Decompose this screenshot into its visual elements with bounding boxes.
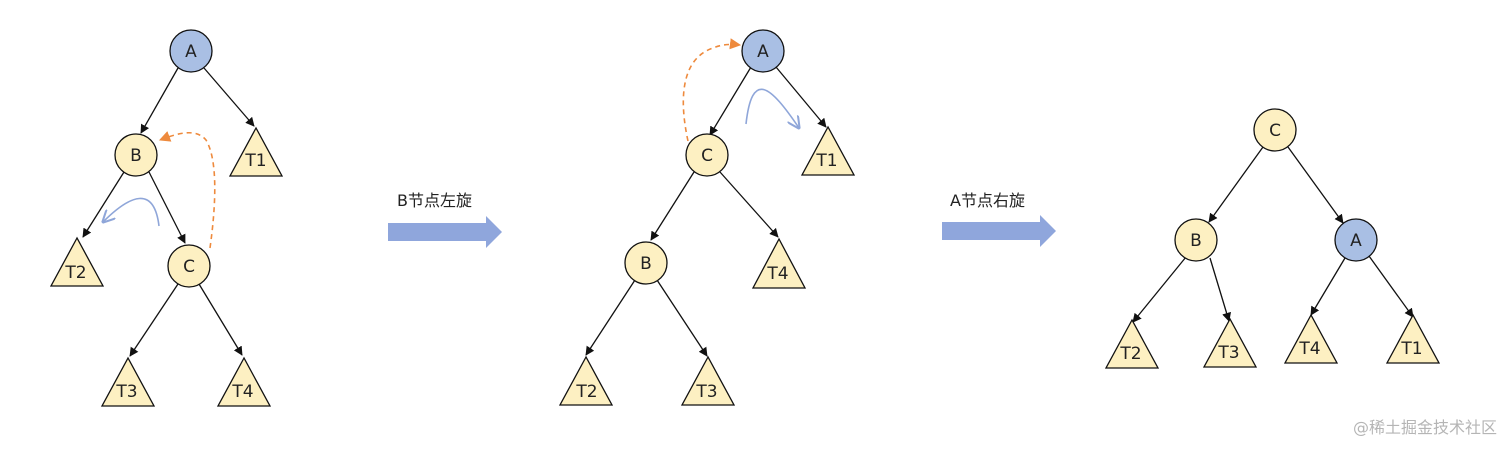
edge-a-t1: [1368, 255, 1414, 318]
tree-after-right-rotation: C B A T2 T3 T4 T1: [1104, 108, 1441, 369]
step-left-rotate-b: B节点左旋: [388, 191, 502, 248]
subtree-t1-label: T1: [1400, 339, 1422, 359]
subtree-t3: T3: [100, 356, 156, 407]
dashed-arrow-c-to-a: [682, 38, 742, 142]
edge-b-t2: [1132, 256, 1187, 323]
subtree-t1: T1: [228, 126, 284, 177]
watermark: @稀土掘金技术社区: [1353, 418, 1497, 437]
tree-after-left-rotation: A C B T1 T4 T2 T3: [558, 29, 856, 406]
edge-a-b: [140, 67, 179, 134]
subtree-t4: T4: [216, 356, 272, 407]
node-b: B: [1174, 218, 1218, 262]
node-c: C: [685, 133, 729, 177]
subtree-t4: T4: [1283, 313, 1339, 364]
tree-before-rotation: A B C T1 T2 T3 T4: [49, 29, 284, 407]
node-a: A: [169, 29, 213, 73]
node-a-label: A: [1350, 231, 1362, 251]
edge-c-t3: [129, 283, 179, 357]
subtree-t3-label: T3: [1217, 343, 1239, 363]
subtree-t1-label: T1: [244, 151, 266, 171]
node-c-label: C: [183, 257, 195, 277]
node-b-label: B: [130, 146, 142, 166]
node-b: B: [114, 133, 158, 177]
subtree-t2-label: T2: [64, 263, 86, 283]
node-b-label: B: [640, 254, 652, 274]
node-b-label: B: [1190, 231, 1202, 251]
node-a-label: A: [757, 42, 769, 62]
subtree-t3: T3: [1202, 317, 1258, 368]
left-rotation-arrow: [103, 197, 160, 227]
subtree-t2: T2: [558, 355, 614, 406]
node-c-label: C: [1269, 121, 1281, 141]
edge-a-t4: [1310, 257, 1346, 316]
edge-a-t1: [203, 67, 255, 127]
step-right-rotate-a: A节点右旋: [942, 191, 1056, 247]
edge-c-t4: [719, 171, 779, 238]
subtree-t1-label: T1: [815, 151, 837, 171]
node-c-label: C: [701, 146, 713, 166]
node-a: A: [741, 29, 785, 73]
step-1-arrow: [388, 216, 502, 248]
node-c: C: [167, 244, 211, 288]
edge-a-t1: [775, 66, 827, 128]
subtree-t4: T4: [751, 237, 807, 289]
edge-a-c: [709, 66, 752, 136]
subtree-t2-label: T2: [575, 382, 597, 402]
dashed-arrow-c-to-b: [158, 131, 216, 249]
step-2-arrow: [942, 215, 1056, 247]
edge-b-t3: [656, 279, 708, 357]
right-rotation-arrow: [745, 88, 799, 128]
subtree-t3-label: T3: [695, 382, 717, 402]
subtree-t4-label: T4: [231, 382, 253, 402]
node-c: C: [1253, 108, 1297, 152]
edge-b-t3: [1209, 257, 1231, 322]
subtree-t4-label: T4: [766, 264, 788, 284]
subtree-t2: T2: [1104, 318, 1160, 369]
node-a: A: [1334, 218, 1378, 262]
node-b: B: [624, 241, 668, 285]
node-a-label: A: [185, 42, 197, 62]
step-1-label: B节点左旋: [397, 191, 472, 210]
edge-b-t2: [82, 171, 125, 238]
subtree-t1: T1: [800, 125, 856, 176]
subtree-t4-label: T4: [1298, 339, 1320, 359]
edge-b-t2: [585, 279, 636, 356]
step-2-label: A节点右旋: [950, 191, 1025, 210]
edge-b-c: [148, 171, 186, 244]
edge-c-b: [1208, 146, 1264, 223]
edge-c-a: [1287, 146, 1344, 224]
subtree-t2: T2: [49, 236, 105, 287]
subtree-t1: T1: [1385, 313, 1441, 364]
edge-c-t4: [198, 283, 243, 356]
edge-c-b: [650, 171, 695, 241]
subtree-t2-label: T2: [1119, 344, 1141, 364]
subtree-t3: T3: [680, 355, 736, 406]
subtree-t3-label: T3: [115, 382, 137, 402]
